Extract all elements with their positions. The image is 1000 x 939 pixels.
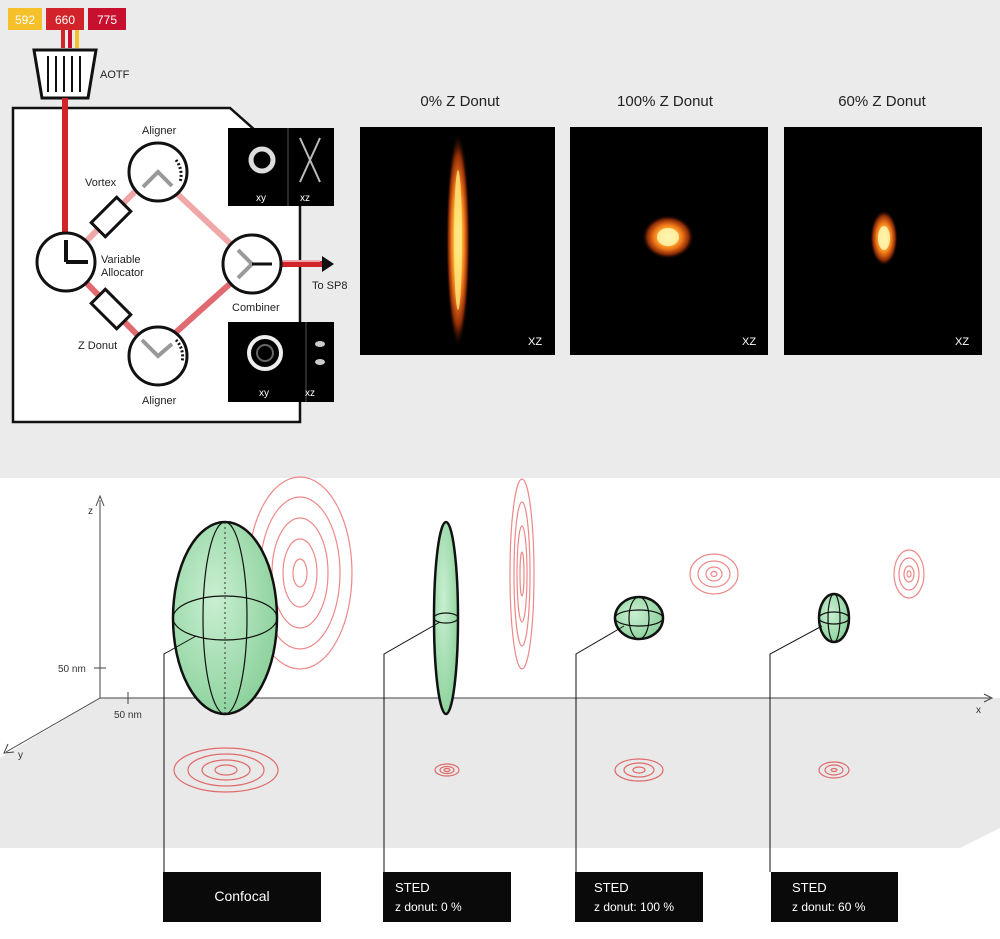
laser-lines: 592 660 775 (8, 8, 126, 48)
inset-bottom-xy-label: xy (259, 388, 269, 399)
callout-sted-0-title: STED (395, 880, 430, 895)
laser-775-badge (88, 8, 126, 30)
axis-z-label: z (88, 506, 93, 517)
psf-panel-3-title: 60% Z Donut (838, 93, 926, 110)
variable-allocator-label-line1: Variable (101, 254, 141, 266)
laser-660-badge (46, 8, 84, 30)
psf-inset-top (228, 128, 334, 206)
callout-sted-100-title: STED (594, 880, 629, 895)
inset-top-xy-label: xy (256, 193, 266, 204)
callout-sted-0-detail: z donut: 0 % (395, 900, 462, 914)
psf-panel-1-title: 0% Z Donut (420, 93, 500, 110)
vortex-plate (89, 195, 133, 239)
laser-775-label: 775 (97, 13, 117, 27)
inset-bottom-xz-label: xz (305, 388, 315, 399)
sted-60-xy-projection (818, 761, 850, 779)
callout-leader-lines (163, 621, 823, 872)
confocal-xy-projection (173, 747, 279, 793)
callout-confocal-title: Confocal (214, 888, 269, 904)
aligner-top-label: Aligner (142, 125, 177, 137)
callout-sted-60 (771, 872, 898, 922)
sted-60-ellipsoid (817, 592, 851, 644)
callout-sted-100-detail: z donut: 100 % (594, 900, 674, 914)
axis-x-label: x (976, 705, 981, 716)
callout-sted-0 (383, 872, 511, 922)
sted-0-xy-projection (434, 763, 460, 777)
laser-660-label: 660 (55, 13, 75, 27)
vortex-label: Vortex (85, 177, 117, 189)
psf-panel-2-title: 100% Z Donut (617, 93, 714, 110)
aotf-crystal (32, 48, 98, 100)
psf-panel-1-axis: XZ (528, 336, 542, 348)
z-donut-plate (89, 287, 133, 331)
laser-592-badge (8, 8, 42, 30)
sted-0-ellipsoid (432, 520, 460, 716)
combiner-label: Combiner (232, 302, 280, 314)
psf-panel-2-axis: XZ (742, 336, 756, 348)
inset-top-xz-label: xz (300, 193, 310, 204)
axis-y-label: y (18, 750, 23, 761)
callout-confocal (163, 872, 321, 922)
callout-sted-60-title: STED (792, 880, 827, 895)
sted-0-xz-projection (509, 478, 535, 670)
sted-60-xz-projection (893, 549, 925, 599)
aotf-label: AOTF (100, 69, 130, 81)
sted-100-xy-projection (614, 758, 664, 782)
axis-x-tick-label: 50 nm (114, 710, 142, 721)
z-donut-label: Z Donut (78, 340, 117, 352)
aligner-bottom-label: Aligner (142, 395, 177, 407)
aligner-bottom (127, 325, 189, 387)
to-sp8-label: To SP8 (312, 280, 347, 292)
psf-panel-3-axis: XZ (955, 336, 969, 348)
variable-allocator (35, 231, 97, 293)
xy-floor-plane (0, 698, 1000, 848)
sted-100-ellipsoid (613, 595, 665, 641)
axis-z-tick-label: 50 nm (58, 664, 86, 675)
aligner-top (127, 141, 189, 203)
variable-allocator-label-line2: Allocator (101, 267, 144, 279)
sted-100-xz-projection (689, 553, 739, 595)
laser-592-label: 592 (15, 13, 35, 27)
psf-inset-bottom (228, 322, 334, 402)
callout-sted-60-detail: z donut: 60 % (792, 900, 866, 914)
combiner (221, 233, 283, 295)
callout-sted-100 (575, 872, 703, 922)
confocal-ellipsoid (171, 520, 279, 716)
